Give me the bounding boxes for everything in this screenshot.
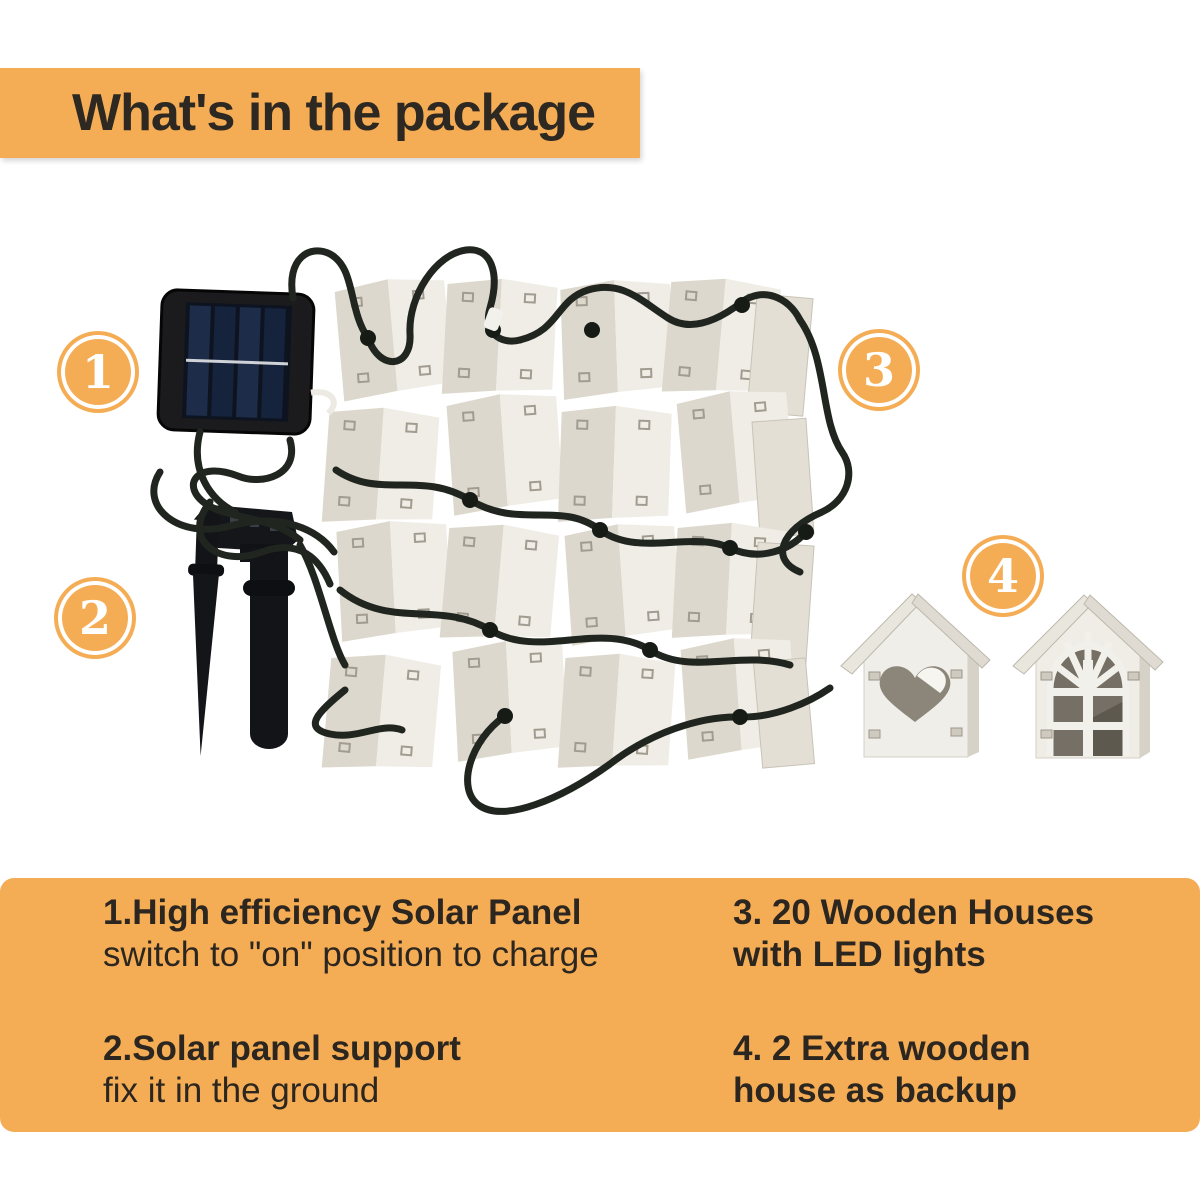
legend-column-left: 1.High efficiency Solar Panel switch to … — [103, 892, 599, 1164]
bulb-socket-knots — [360, 297, 814, 725]
legend-column-right: 3. 20 Wooden Houses with LED lights 4. 2… — [733, 892, 1094, 1164]
page-title: What's in the package — [72, 84, 596, 142]
callout-marker-3: 3 — [846, 337, 912, 403]
heart-house — [840, 593, 991, 758]
legend-item-2-desc: fix it in the ground — [103, 1071, 380, 1110]
lattice-house — [1012, 594, 1164, 759]
heading-banner: What's in the package — [0, 68, 640, 158]
legend-panel: 1.High efficiency Solar Panel switch to … — [0, 878, 1200, 1132]
house-string-cluster-illustration — [320, 273, 816, 779]
callout-number-2: 2 — [78, 591, 111, 645]
callout-number-3: 3 — [862, 343, 895, 397]
legend-item-2-title: 2.Solar panel support — [103, 1029, 461, 1068]
legend-item-1: 1.High efficiency Solar Panel switch to … — [103, 892, 599, 976]
legend-item-3: 3. 20 Wooden Houses with LED lights — [733, 892, 1094, 976]
legend-item-4-title: 4. 2 Extra wooden — [733, 1029, 1031, 1068]
legend-item-3-title: 3. 20 Wooden Houses — [733, 893, 1095, 932]
legend-item-4: 4. 2 Extra wooden house as backup — [733, 1028, 1094, 1112]
callout-marker-2: 2 — [62, 585, 128, 651]
legend-item-1-title: 1.High efficiency Solar Panel — [103, 893, 582, 932]
callout-number-4: 4 — [986, 549, 1019, 603]
string-wire-illustration — [150, 246, 853, 815]
legend-item-1-desc: switch to "on" position to charge — [103, 935, 599, 974]
spare-houses-illustration — [840, 593, 1164, 759]
callout-number-1: 1 — [81, 345, 114, 399]
legend-item-4-desc: house as backup — [733, 1071, 1017, 1110]
solar-panel-illustration — [156, 288, 337, 436]
legend-item-2: 2.Solar panel support fix it in the grou… — [103, 1028, 599, 1112]
legend-item-3-desc: with LED lights — [733, 935, 986, 974]
callout-marker-4: 4 — [970, 543, 1036, 609]
callout-marker-1: 1 — [65, 339, 131, 405]
